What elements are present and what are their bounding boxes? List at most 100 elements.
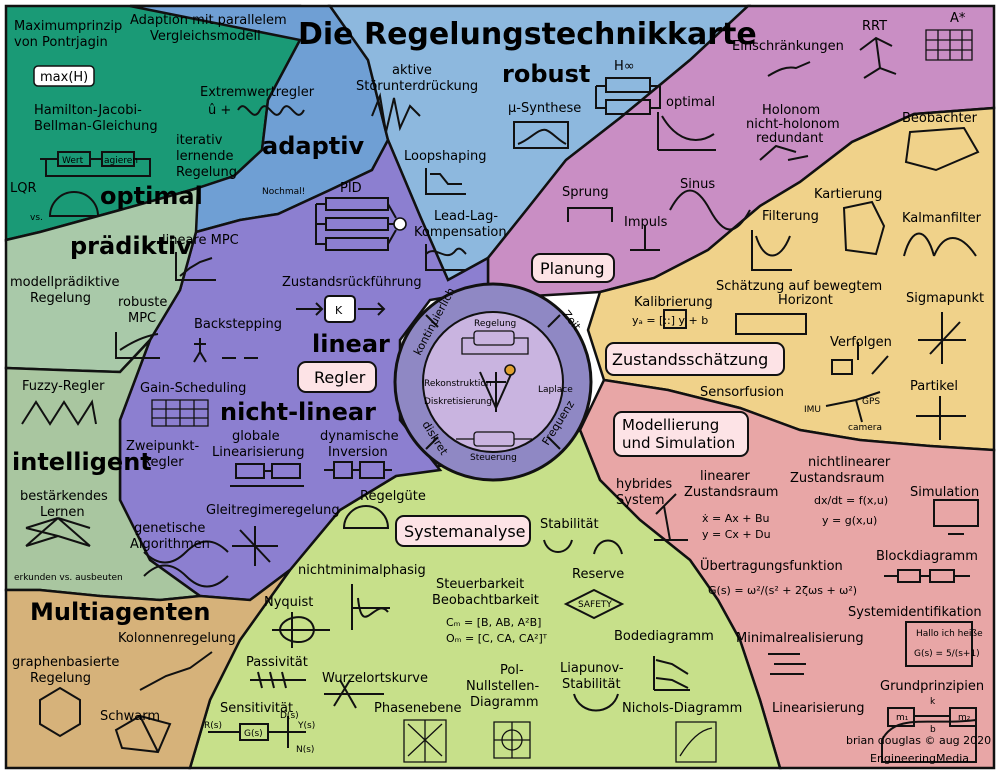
sensor-fusion-icon	[825, 391, 881, 423]
label-ga-1: genetische	[134, 521, 205, 536]
label-minimalrealisierung: Minimalrealisierung	[736, 631, 864, 646]
label-sliding-mode: Gleitregimeregelung	[206, 503, 340, 518]
label-pid: PID	[340, 181, 362, 196]
footer-author: brian douglas © aug 2020	[846, 734, 991, 747]
title-planning: Planung	[540, 259, 604, 278]
box-zustandsschaetzung	[605, 342, 785, 376]
particle-filter-icon	[916, 396, 966, 440]
label-sinus: Sinus	[680, 177, 715, 192]
title-nonlinear: nicht-linear	[220, 398, 376, 426]
h-infinity-icon	[595, 77, 661, 115]
label-pn-3: Diagramm	[470, 695, 538, 710]
label-nichols: Nichols-Diagramm	[622, 701, 742, 716]
hub-ring-divider-sw	[425, 436, 439, 450]
label-linear-mpc: lineare MPC	[162, 233, 239, 248]
label-nicht-holonom: nicht-holonom	[746, 117, 840, 132]
label-rrt: RRT	[862, 19, 887, 34]
label-extremwertregler: Extremwertregler	[200, 85, 315, 100]
moving-horizon-bar	[735, 313, 807, 335]
hub-ring-zeit: Zeit	[560, 308, 584, 334]
label-mpc-1: modellprädiktive	[10, 275, 119, 290]
label-steuerbarkeit: Steuerbarkeit	[436, 577, 524, 592]
sliding-mode-phase-icon	[232, 526, 278, 566]
label-transfer-fn: Übertragungsfunktion	[700, 557, 843, 574]
nichols-plot-icon	[675, 721, 717, 763]
step-response-icon	[567, 207, 613, 222]
pole-zero-icon	[493, 721, 531, 759]
label-phasenebene: Phasenebene	[374, 701, 462, 716]
label-nyquist: Nyquist	[264, 595, 313, 610]
dynamic-inversion-diagram	[324, 461, 392, 479]
card-suits-icon	[768, 653, 806, 675]
label-gps: GPS	[862, 397, 880, 407]
phase-plane-icon	[403, 719, 447, 763]
label-y-s: Y(s)	[297, 721, 315, 731]
passivity-icon	[250, 671, 306, 689]
label-hallo: Hallo ich heiße	[916, 629, 983, 639]
nyquist-plot-icon	[272, 612, 330, 648]
label-fuzzy: Fuzzy-Regler	[22, 379, 105, 394]
label-dyn-inv-1: dynamische	[320, 429, 399, 444]
title-estimation: Zustandsschätzung	[612, 350, 768, 369]
label-max-h: max(H)	[40, 70, 88, 85]
linear-mpc-plot	[175, 252, 216, 281]
hub-steuerung: Steuerung	[470, 453, 517, 463]
label-state-feedback: Zustandsrückführung	[282, 275, 422, 290]
simulation-computer-icon	[933, 499, 979, 535]
label-ilc-1: iterativ	[176, 133, 223, 148]
rrt-tree-icon	[859, 36, 897, 79]
label-global-lin-2: Linearisierung	[212, 445, 304, 460]
label-dyn-inv-2: Inversion	[328, 445, 388, 460]
root-locus-icon	[324, 679, 384, 709]
k-gain-box	[324, 295, 356, 323]
label-platoon: Kolonnenregelung	[118, 631, 236, 646]
label-nl-eq-2: y = g(x,u)	[822, 514, 877, 527]
label-gain-scheduling: Gain-Scheduling	[140, 381, 246, 396]
label-wurzelortskurve: Wurzelortskurve	[322, 671, 428, 686]
hub-rekonstruktion: Rekonstruktion	[424, 379, 492, 389]
label-state-eq-2: y = Cx + Du	[702, 528, 771, 541]
kalman-filter-icon	[903, 232, 977, 257]
astar-grid-icon	[925, 29, 973, 61]
hub-laplace: Laplace	[538, 385, 573, 395]
label-sensitivitaet: Sensitivität	[220, 701, 293, 716]
label-vs: vs.	[30, 213, 43, 223]
label-grundprinzipien: Grundprinzipien	[880, 679, 984, 694]
label-astar: A*	[950, 11, 966, 26]
hub-regelung: Regelung	[474, 319, 516, 329]
map-title: Die Regelungstechnikkarte	[298, 17, 757, 52]
label-filterung: Filterung	[762, 209, 819, 224]
robust-mpc-plot	[115, 332, 160, 359]
label-camera: camera	[848, 423, 882, 433]
hub-diskretisierung: Diskretisierung	[424, 397, 492, 407]
lead-lag-icon	[425, 244, 467, 271]
label-r-s: R(s)	[204, 721, 222, 731]
label-imu: IMU	[804, 405, 821, 415]
label-liapunov-1: Liapunov-	[560, 661, 624, 676]
global-linearization-diagram	[230, 463, 304, 487]
hub-pendulum-weight	[504, 364, 516, 376]
label-hybrides: hybrides	[616, 477, 672, 492]
label-sysid: Systemidentifikation	[848, 605, 982, 620]
platoon-chain-icon	[139, 651, 213, 691]
sensitivity-diagram	[208, 716, 306, 748]
label-transfer-eq: G(s) = ω²/(s² + 2ζωs + ω²)	[708, 584, 857, 597]
label-mhe-1: Schätzung auf bewegtem	[716, 279, 882, 294]
label-linearisierung: Linearisierung	[772, 701, 864, 716]
title-modeling-1: Modellierung	[622, 416, 719, 434]
label-nichtlinearer: nichtlinearer	[808, 455, 891, 470]
label-controllability-eq: Cₘ = [B, AB, A²B]	[446, 616, 541, 629]
label-safety: SAFETY	[578, 600, 612, 610]
label-backstepping: Backstepping	[194, 317, 282, 332]
label-explore-exploit: erkunden vs. ausbeuten	[14, 573, 123, 583]
block-diagram-icon	[884, 569, 970, 583]
title-robust: robust	[502, 60, 590, 88]
hub-regelung-feedback	[461, 337, 529, 355]
label-redundant: redundant	[756, 131, 823, 146]
label-global-lin-1: globale	[232, 429, 280, 444]
lyapunov-bowl-icon	[573, 693, 619, 712]
graph-ring-icon	[39, 686, 81, 738]
label-passivitaet: Passivität	[246, 655, 308, 670]
neural-network-icon	[25, 517, 91, 547]
label-beobachter: Beobachter	[902, 111, 978, 126]
